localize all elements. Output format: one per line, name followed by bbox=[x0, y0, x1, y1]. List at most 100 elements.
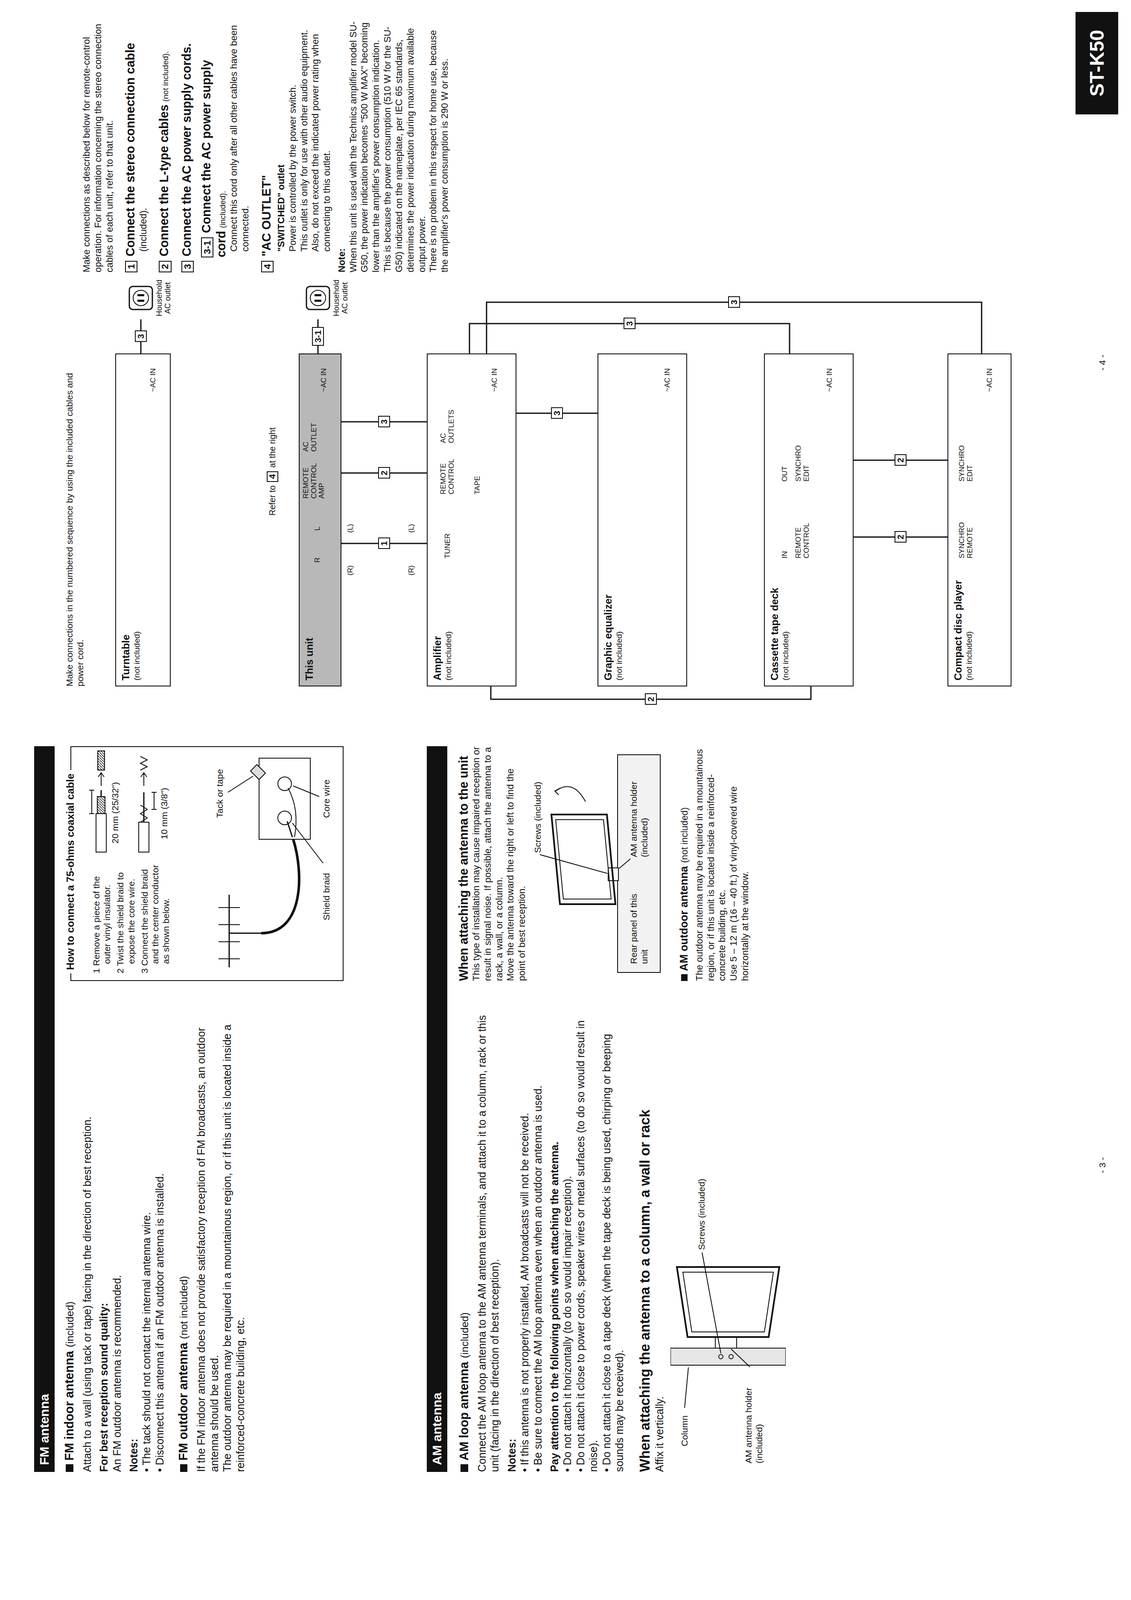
outlet-symbol bbox=[128, 285, 154, 311]
wall-outlet: Household AC outlet bbox=[128, 276, 173, 320]
step-row: 1Connect the stereo connection cable bbox=[122, 20, 138, 273]
body-text: • Be sure to connect the AM loop antenna… bbox=[531, 1002, 545, 1472]
body-text: This is because the power consumption (5… bbox=[381, 20, 428, 273]
step-text: 3 Connect the shield braid and the cente… bbox=[139, 857, 172, 974]
part-label: 10 mm (3/8") bbox=[158, 787, 170, 840]
part-label: Rear panel of this unit bbox=[628, 891, 650, 964]
terminal-label: ~AC IN bbox=[663, 368, 672, 392]
terminal-label: (R) bbox=[346, 565, 355, 576]
step-text: Power is controlled by the power switch. bbox=[287, 20, 299, 252]
part-label: Screws (included) bbox=[696, 1138, 707, 1250]
terminal-label: IN bbox=[781, 550, 790, 559]
note-heading: Pay attention to the following points wh… bbox=[548, 1002, 562, 1472]
callout-number: 2 bbox=[894, 454, 907, 466]
callout-number: 4 bbox=[261, 260, 274, 273]
section-band: FM antenna bbox=[34, 746, 55, 1472]
terminal-label: SYNCHRO EDIT bbox=[794, 438, 811, 482]
body-text: When this unit is used with the Technics… bbox=[347, 20, 382, 273]
part-label: Screws (included) bbox=[532, 781, 543, 853]
body-text: If the FM indoor antenna does not provid… bbox=[194, 1002, 221, 1472]
text-column: When attaching the antenna to the unitTh… bbox=[456, 746, 752, 981]
body-text: • If this antenna is not properly instal… bbox=[518, 1002, 532, 1472]
part-label: Shield braid bbox=[320, 872, 332, 921]
text-column: AM loop antenna(included)Connect the AM … bbox=[456, 1002, 786, 1472]
step-row: 4"AC OUTLET" bbox=[259, 20, 275, 273]
step-text: 1 Remove a piece of the outer vinyl insu… bbox=[90, 857, 113, 974]
step-text: 2 Twist the shield braid to expose the c… bbox=[114, 857, 137, 974]
note-heading: Notes: bbox=[127, 1002, 141, 1472]
subsection-heading: AM outdoor antenna(not included) bbox=[677, 746, 691, 981]
callout-number: 1 bbox=[125, 260, 138, 273]
step-row: 2 Connect the L-type cables (not included)… bbox=[156, 20, 172, 273]
terminal-label: ~AC IN bbox=[490, 368, 499, 392]
box-title: How to connect a 75-ohms coaxial cable bbox=[64, 769, 77, 974]
step-text: Also, do not exceed the indicated power … bbox=[309, 20, 333, 252]
part-label: AM antenna holder (included) bbox=[628, 763, 650, 857]
note-heading: Note: bbox=[336, 20, 348, 273]
step-text: (included). bbox=[137, 20, 150, 252]
part-label: Make connections in the numbered sequenc… bbox=[64, 353, 86, 687]
figure-group: Screws (included)ColumnAM antenna holder… bbox=[670, 1002, 786, 1472]
note-heading: Notes: bbox=[505, 1002, 519, 1472]
component-note: (not included) bbox=[443, 359, 454, 681]
outlet-symbol bbox=[305, 285, 331, 311]
callout-number: 2 bbox=[158, 260, 172, 273]
callout-number: 3 bbox=[550, 407, 563, 419]
band-title: FM antenna bbox=[36, 752, 53, 1465]
component-note: (not included) bbox=[964, 359, 974, 681]
body-text: The outdoor antenna may be required in a… bbox=[220, 1002, 247, 1472]
qualifier-text: (included) bbox=[64, 1301, 76, 1347]
step-subheading: "SWITCHED" outlet bbox=[275, 20, 288, 252]
terminal-label: TUNER bbox=[443, 533, 452, 559]
step-heading: Connect the L-type cables bbox=[157, 104, 171, 257]
qualifier-text: (not included). bbox=[160, 51, 170, 102]
component-box: Cassette tape deck(not included) bbox=[763, 353, 854, 687]
figure-group: Refer to4at the right bbox=[266, 427, 279, 516]
terminal-label: AC OUTLETS bbox=[439, 404, 456, 444]
terminal-label: (R) bbox=[407, 565, 416, 576]
callout-number: 3-1 bbox=[201, 237, 214, 258]
body-text: Affix it vertically. bbox=[652, 1002, 667, 1472]
part-label: AM antenna holder (included) bbox=[743, 1369, 765, 1464]
column-mount-illustration bbox=[670, 1002, 786, 1472]
terminal-label: OUT bbox=[781, 466, 790, 482]
qualifier-text: (included). bbox=[218, 190, 228, 228]
callout-number: 3 bbox=[378, 415, 391, 428]
topic-heading: When attaching the antenna to the unit bbox=[456, 746, 471, 981]
body-text: An FM outdoor antenna is recommended. bbox=[110, 1002, 124, 1472]
terminal-label: L bbox=[313, 526, 322, 531]
band-title: AM antenna bbox=[429, 752, 445, 1465]
callout-number: 3 bbox=[623, 317, 636, 330]
body-text: Connect the AM loop antenna to the AM an… bbox=[475, 1002, 502, 1472]
component-box: Compact disc player(not included) bbox=[947, 353, 1012, 687]
component-name: Cassette tape deck bbox=[768, 359, 781, 681]
body-text: • Do not attach it close to power cords,… bbox=[574, 1002, 601, 1472]
terminal-label: ~AC IN bbox=[985, 368, 994, 392]
callout-number: 3 bbox=[134, 330, 147, 342]
component-name: This unit bbox=[303, 359, 316, 681]
body-text: • Disconnect this antenna if an FM outdo… bbox=[153, 1002, 167, 1472]
component-note: (not included) bbox=[131, 359, 142, 681]
step-text: Connect this cord only after all other c… bbox=[228, 20, 252, 252]
component-box: Turntable(not included) bbox=[115, 353, 171, 687]
qualifier-text: (included) bbox=[458, 1311, 471, 1358]
callout-number: 2 bbox=[894, 530, 907, 543]
terminal-label: REMOTE CONTROL bbox=[439, 447, 456, 495]
body-text: • Do not attach it close to a tape deck … bbox=[600, 1002, 627, 1472]
part-label: - 3 - bbox=[1096, 1157, 1108, 1173]
step-list: 1 Remove a piece of the outer vinyl insu… bbox=[90, 857, 172, 974]
qualifier-text: (not included) bbox=[177, 1275, 190, 1339]
reference-text: Refer to bbox=[267, 485, 278, 516]
cable-connector bbox=[486, 302, 982, 354]
terminal-label: (L) bbox=[407, 523, 416, 533]
body-text: • The tack should not contact the intern… bbox=[139, 1002, 154, 1472]
instruction-box: How to connect a 75-ohms coaxial cable1 … bbox=[70, 746, 344, 981]
figure-group: 20 mm (25/32")10 mm (3/8")Tack or tapeSh… bbox=[71, 746, 343, 980]
component-name: Compact disc player bbox=[951, 359, 965, 681]
component-name: Turntable bbox=[119, 359, 132, 681]
body-text: Use 5 – 12 m (16 – 40 ft.) of vinyl-cove… bbox=[728, 746, 752, 981]
callout-number: 1 bbox=[378, 537, 391, 549]
callout-number: 3 bbox=[181, 260, 194, 273]
outlet-label: Household AC outlet bbox=[332, 276, 350, 320]
